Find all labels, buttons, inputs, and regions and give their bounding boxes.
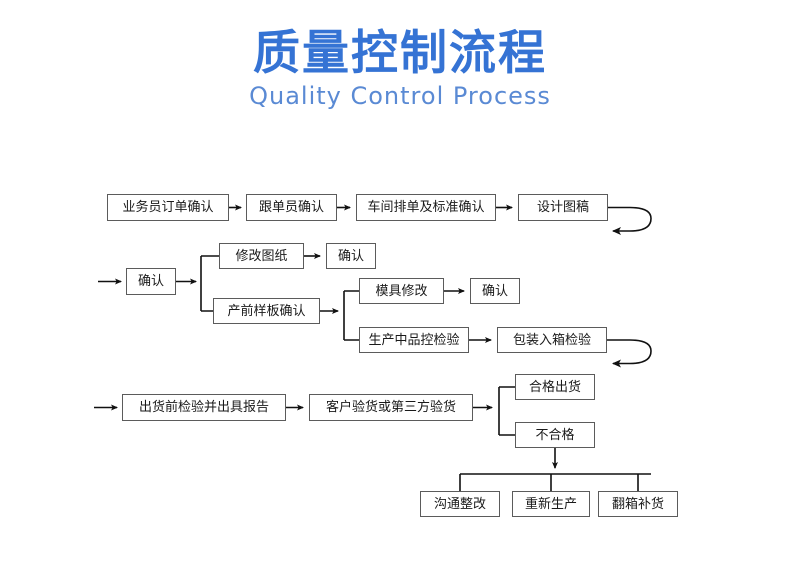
node-design-draft[interactable]: 设计图稿 — [518, 194, 608, 221]
bracket-row3 — [498, 386, 515, 436]
node-in-production-qc[interactable]: 生产中品控检验 — [359, 327, 469, 353]
node-mold-revision[interactable]: 模具修改 — [359, 278, 444, 304]
node-merchandiser-confirm[interactable]: 跟单员确认 — [246, 194, 337, 221]
node-unqualified[interactable]: 不合格 — [515, 422, 595, 448]
bracket-row2-b — [343, 290, 359, 341]
node-repack-replenish[interactable]: 翻箱补货 — [598, 491, 678, 517]
node-workshop-schedule-confirm[interactable]: 车间排单及标准确认 — [356, 194, 496, 221]
node-pre-production-sample-confirm[interactable]: 产前样板确认 — [213, 298, 320, 324]
node-sales-order-confirm[interactable]: 业务员订单确认 — [107, 194, 229, 221]
page-subtitle: Quality Control Process — [249, 82, 551, 111]
node-confirm-main[interactable]: 确认 — [126, 268, 176, 295]
node-re-production[interactable]: 重新生产 — [512, 491, 590, 517]
page-title: 质量控制流程 — [253, 26, 547, 81]
chart-header: 质量控制流程 Quality Control Process — [0, 26, 800, 110]
node-pre-shipment-inspection-report[interactable]: 出货前检验并出具报告 — [122, 394, 286, 421]
node-communicate-rectify[interactable]: 沟通整改 — [420, 491, 500, 517]
node-revise-drawing[interactable]: 修改图纸 — [219, 243, 304, 269]
node-qualified-shipment[interactable]: 合格出货 — [515, 374, 595, 400]
node-packing-inspection[interactable]: 包装入箱检验 — [497, 327, 607, 353]
node-confirm-after-mold[interactable]: 确认 — [470, 278, 520, 304]
node-confirm-after-drawing[interactable]: 确认 — [326, 243, 376, 269]
loopback-row1 — [608, 206, 652, 235]
fanout-rework — [459, 473, 651, 491]
node-customer-or-third-party-inspection[interactable]: 客户验货或第三方验货 — [309, 394, 473, 421]
loopback-row2 — [607, 339, 652, 368]
